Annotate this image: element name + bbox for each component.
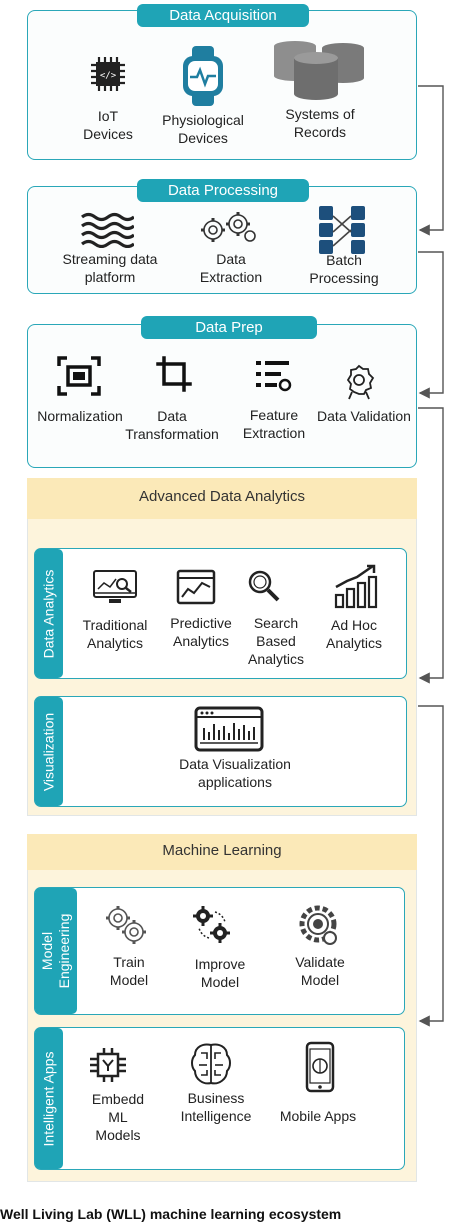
advanced-analytics-title: Advanced Data Analytics xyxy=(27,478,417,519)
embedded-chip-icon xyxy=(90,1048,126,1082)
label-ad-hoc-analytics: Ad Hoc Analytics xyxy=(325,617,383,651)
validation-badge-icon xyxy=(346,364,375,400)
batch-server-icon xyxy=(319,206,365,254)
iot-chip-icon: </> xyxy=(91,57,125,91)
bar-growth-icon xyxy=(334,564,378,609)
visualization-tab: Visualization xyxy=(35,697,63,806)
label-predictive-analytics: Predictive Analytics xyxy=(170,615,232,649)
label-mobile-apps: Mobile Apps xyxy=(279,1108,357,1124)
improve-gears-icon xyxy=(193,906,230,943)
label-business-intelligence: Business Intelligence xyxy=(180,1090,252,1124)
data-prep-title: Data Prep xyxy=(141,316,317,339)
model-engineering-section xyxy=(34,887,405,1015)
visualization-tab-label: Visualization xyxy=(40,712,57,791)
label-validate-model: Validate Model xyxy=(295,954,345,988)
data-analytics-section xyxy=(34,548,407,679)
label-data-visualization-applications: Data Visualization applications xyxy=(179,756,291,790)
label-traditional-analytics: Traditional Analytics xyxy=(82,617,148,651)
label-search-based-analytics: Search Based Analytics xyxy=(247,615,305,667)
label-improve-model: Improve Model xyxy=(194,956,246,990)
arrow-processing-to-prep xyxy=(418,251,444,399)
data-analytics-tab: Data Analytics xyxy=(35,549,63,678)
label-data-validation: Data Validation xyxy=(317,408,411,424)
normalization-frame-icon xyxy=(57,356,101,396)
label-data-extraction: Data Extraction xyxy=(199,251,263,285)
arrow-visualization-to-ml xyxy=(418,705,444,1027)
svg-text:</>: </> xyxy=(100,71,117,81)
predictive-chart-icon xyxy=(176,569,216,605)
feature-list-icon xyxy=(256,361,292,392)
label-normalization: Normalization xyxy=(37,408,123,424)
model-engineering-tab: Model Engineering xyxy=(35,888,77,1014)
label-batch-processing: Batch Processing xyxy=(309,252,379,286)
intelligent-apps-tab: Intelligent Apps xyxy=(35,1028,63,1169)
label-feature-extraction: Feature Extraction xyxy=(242,407,306,441)
label-train-model: Train Model xyxy=(109,954,149,988)
gears-icon xyxy=(201,212,256,242)
intelligent-apps-section xyxy=(34,1027,405,1170)
validate-gear-icon xyxy=(299,905,337,945)
data-acquisition-title: Data Acquisition xyxy=(137,4,309,27)
data-analytics-tab-label: Data Analytics xyxy=(40,569,57,658)
label-iot-devices: IoT Devices xyxy=(83,108,133,142)
intelligent-apps-tab-label: Intelligent Apps xyxy=(40,1051,57,1146)
data-prep-box xyxy=(27,324,417,468)
label-streaming-data-platform: Streaming data platform xyxy=(62,251,158,285)
label-embedd-ml-models: Embedd ML Models xyxy=(91,1091,145,1143)
model-engineering-tab-label: Model Engineering xyxy=(39,913,72,989)
monitor-search-icon xyxy=(93,570,137,603)
mobile-phone-icon xyxy=(305,1041,335,1093)
label-systems-of-records: Systems of Records xyxy=(285,106,355,140)
dashboard-screen-icon xyxy=(194,706,264,752)
database-icon xyxy=(274,41,364,100)
data-processing-title: Data Processing xyxy=(137,179,309,202)
brain-icon xyxy=(191,1043,231,1085)
train-gears-icon xyxy=(106,906,146,944)
machine-learning-title: Machine Learning xyxy=(27,834,417,870)
arrow-prep-to-analytics xyxy=(418,407,444,684)
magnifier-icon xyxy=(248,570,280,602)
data-processing-box xyxy=(27,186,417,294)
label-data-transformation: Data Transformation xyxy=(125,408,219,442)
crop-icon xyxy=(156,356,192,392)
figure-caption: Well Living Lab (WLL) machine learning e… xyxy=(0,1206,342,1222)
arrow-acquisition-to-processing xyxy=(418,85,444,236)
label-physiological-devices: Physiological Devices xyxy=(162,112,244,146)
waves-icon xyxy=(81,212,134,248)
smartwatch-icon xyxy=(183,46,223,106)
